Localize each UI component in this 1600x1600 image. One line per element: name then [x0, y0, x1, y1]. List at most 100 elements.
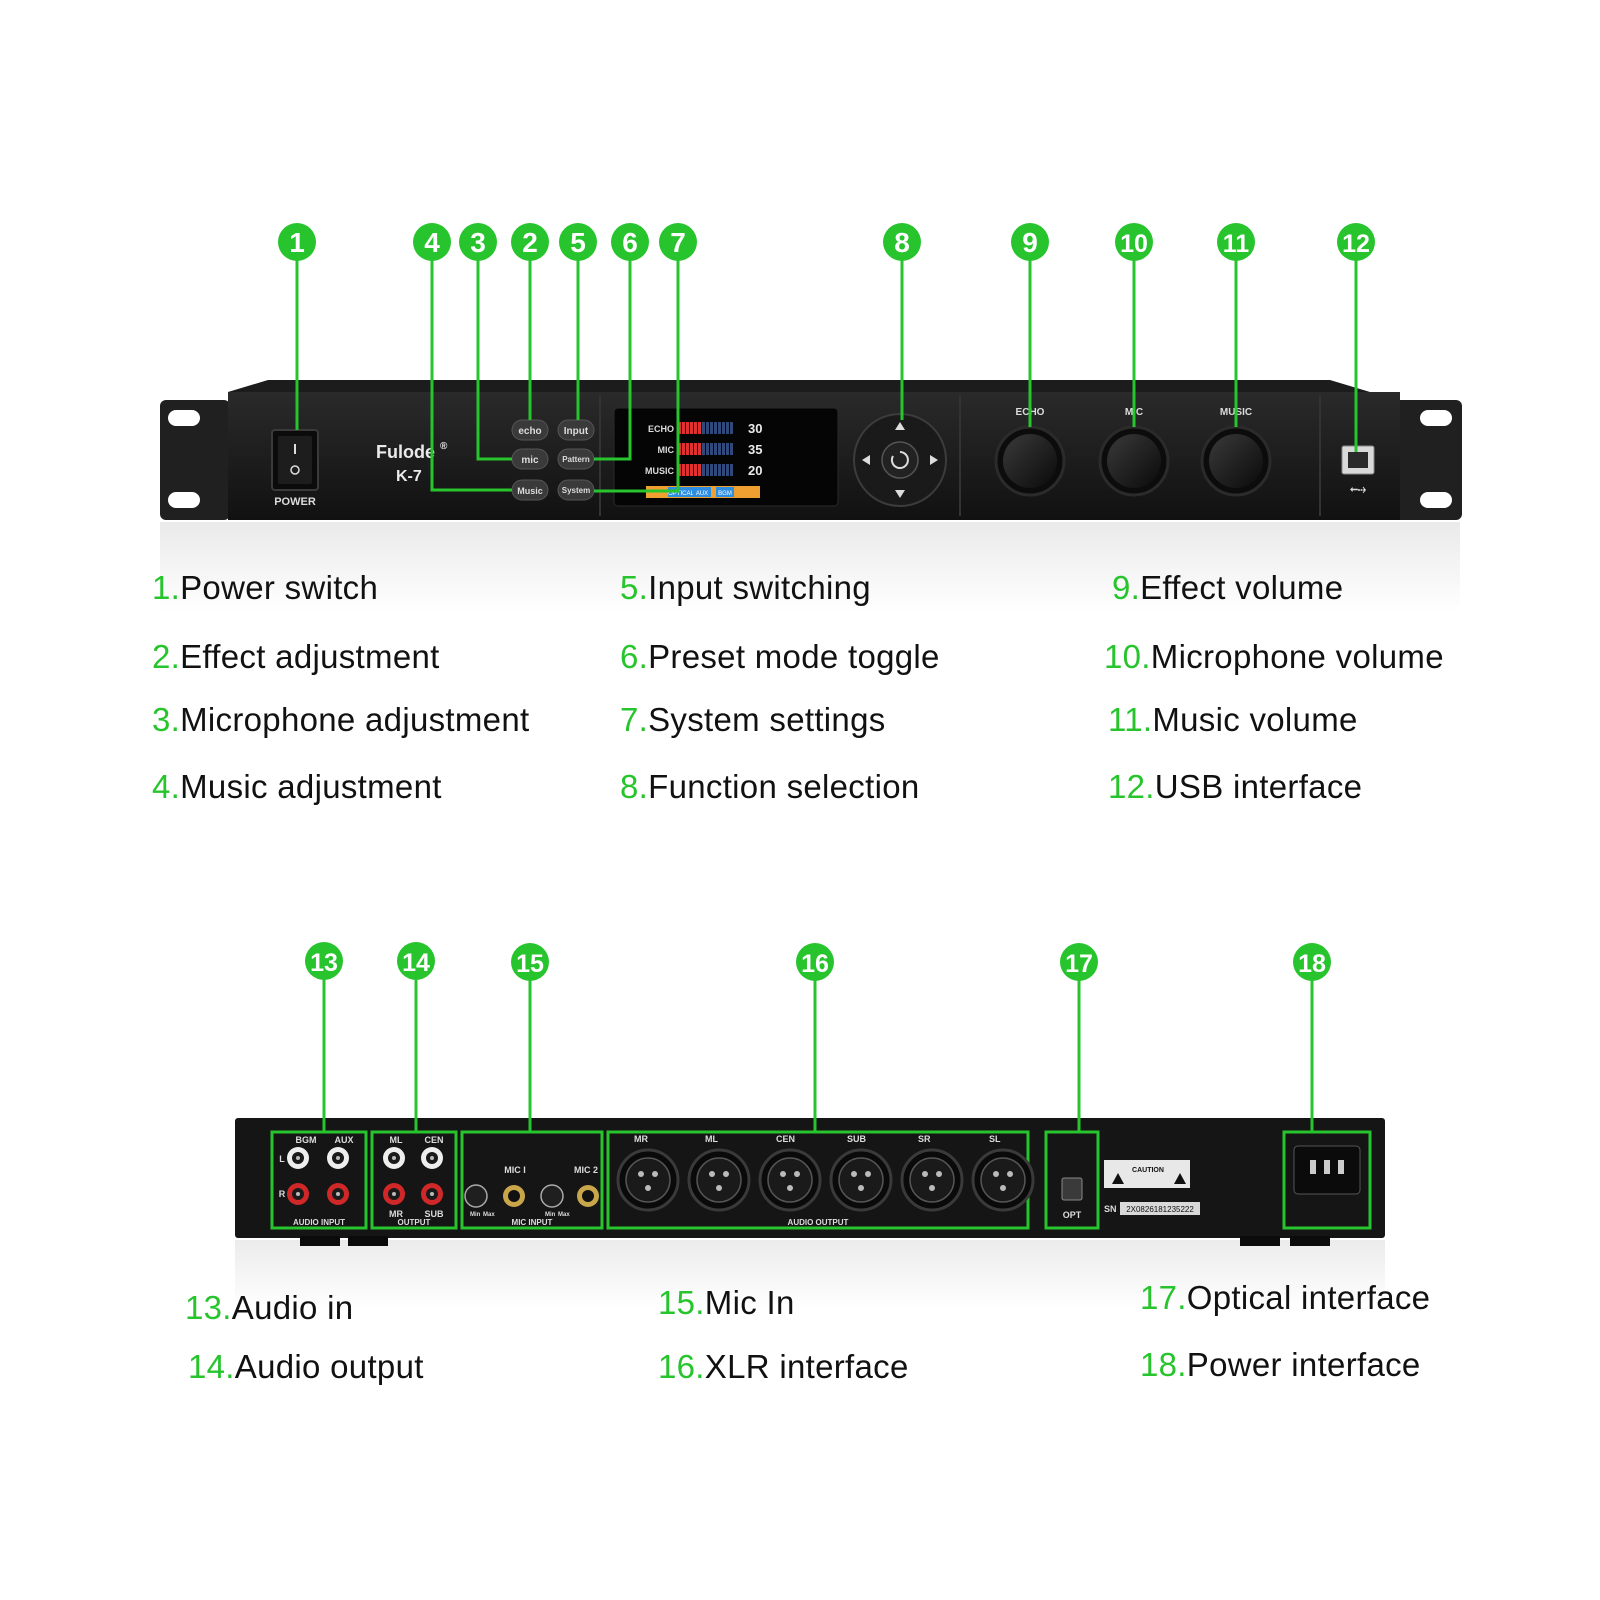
lcd-level-segment [722, 422, 725, 434]
legend-item-17: 17.Optical interface [1140, 1279, 1430, 1317]
legend-item-1: 1.Power switch [152, 569, 378, 607]
usb-port[interactable]: ⭠⇢ [1341, 445, 1375, 495]
button-music[interactable]: Music [511, 479, 549, 501]
xlr-ml-jack[interactable]: ML [687, 1134, 751, 1212]
lcd-level-segment [694, 422, 697, 434]
mic-1-jack[interactable] [503, 1185, 525, 1207]
arrow-right-icon[interactable] [930, 455, 938, 465]
callout-number: 16 [801, 950, 829, 978]
legend-text: Power switch [180, 569, 379, 606]
mic-2-max: Max [558, 1212, 570, 1218]
button-system[interactable]: System [557, 479, 595, 501]
callout-badge [1337, 223, 1375, 261]
audio-input-col-aux: AUX [334, 1135, 353, 1145]
button-mic[interactable]: mic [511, 448, 549, 470]
mic-1-max: Max [483, 1212, 495, 1218]
audio-input-row-l: L [279, 1154, 285, 1164]
lcd-level-segment [706, 464, 709, 476]
legend-text: Mic In [704, 1284, 795, 1321]
rca-aux-r-jack[interactable] [327, 1183, 349, 1205]
arrow-down-icon[interactable] [895, 490, 905, 498]
button-echo[interactable]: echo [511, 419, 549, 441]
lcd-level-segment [718, 464, 721, 476]
callout-number: 14 [402, 949, 430, 977]
xlr-sr-jack[interactable]: SR [900, 1134, 964, 1212]
lcd-level-segment [698, 443, 701, 455]
xlr-cen-jack[interactable]: CEN [758, 1134, 822, 1212]
legend-number: 4. [152, 768, 181, 805]
rca-out-ml-jack[interactable] [383, 1147, 405, 1169]
lcd-level-segment [690, 464, 693, 476]
rca-out-cen-jack[interactable] [421, 1147, 443, 1169]
legend-number: 15. [658, 1284, 705, 1321]
button-pattern[interactable]: Pattern [557, 448, 595, 470]
rca-out-sub-jack[interactable] [421, 1183, 443, 1205]
callout-badge [796, 943, 834, 981]
callout-6: 6 [594, 223, 649, 461]
knob-music[interactable]: MUSIC [1200, 407, 1272, 497]
legend-number: 14. [188, 1348, 235, 1385]
rca-bgm-r-jack[interactable] [287, 1183, 309, 1205]
mic-input-label: MIC INPUT [512, 1218, 553, 1227]
rear-foot [348, 1236, 388, 1246]
mic-input-group: MIC I MIC 2 MIC INPUT Min Max Min Max [460, 1130, 604, 1230]
legend-number: 13. [185, 1289, 232, 1326]
rca-aux-l-jack[interactable] [327, 1147, 349, 1169]
callout-number: 10 [1120, 230, 1148, 258]
serial-sticker [1120, 1202, 1200, 1215]
lcd-level-segment [730, 422, 733, 434]
rca-out-mr-jack[interactable] [383, 1183, 405, 1205]
rca-bgm-l-jack[interactable] [287, 1147, 309, 1169]
callout-13: 13 [305, 942, 343, 1132]
xlr-mr-jack[interactable]: MR [616, 1134, 680, 1212]
button-input[interactable]: Input [557, 419, 595, 441]
arrow-up-icon[interactable] [895, 422, 905, 430]
lcd-row-name: ECHO [648, 424, 674, 434]
xlr-sub-jack[interactable]: SUB [829, 1134, 893, 1212]
rack-ear-left [160, 400, 230, 520]
optical-group: OPT [1044, 1130, 1100, 1230]
legend-item-16: 16.XLR interface [658, 1348, 909, 1386]
callout-line [594, 260, 632, 461]
lcd-row-value: 20 [748, 463, 762, 478]
xlr-output-label: AUDIO OUTPUT [788, 1218, 849, 1227]
xlr-sl-jack[interactable]: SL [971, 1134, 1035, 1212]
lcd-level-segment [702, 464, 705, 476]
legend-text: Microphone volume [1150, 638, 1444, 675]
callout-number: 7 [670, 227, 686, 258]
lcd-tab-optical [668, 487, 694, 497]
front-reflection [160, 522, 1460, 612]
audio-output-sub: SUB [424, 1209, 444, 1219]
optical-port[interactable] [1061, 1177, 1083, 1201]
lcd-level-segment [694, 443, 697, 455]
audio-input-row-r: R [279, 1189, 286, 1199]
mic-2-gain-knob[interactable] [540, 1184, 564, 1208]
button-input-label: Input [564, 426, 589, 437]
lcd-level-segment [702, 422, 705, 434]
function-dpad[interactable] [853, 413, 947, 507]
legend-item-7: 7.System settings [620, 701, 886, 739]
inlet-pin [1324, 1160, 1330, 1174]
lcd-level-segment [682, 443, 685, 455]
button-mic-label: mic [521, 455, 539, 466]
knob-mic[interactable]: MIC [1098, 407, 1170, 497]
callout-badge [611, 223, 649, 261]
callout-4: 4 [413, 223, 512, 492]
mic-2-jack[interactable] [577, 1185, 599, 1207]
arrow-left-icon[interactable] [862, 455, 870, 465]
usb-icon: ⭠⇢ [1350, 484, 1367, 495]
mic-1-gain-knob[interactable] [464, 1184, 488, 1208]
legend-item-14: 14.Audio output [188, 1348, 424, 1386]
volume-knobs: ECHOMICMUSIC [994, 407, 1272, 497]
button-echo-label: echo [518, 426, 541, 437]
registered-mark: ® [440, 441, 448, 452]
callout-badge [278, 223, 316, 261]
rear-foot [300, 1236, 340, 1246]
callout-number: 2 [522, 227, 538, 258]
model-name: K-7 [396, 468, 422, 485]
inlet-pin [1310, 1160, 1316, 1174]
mic-2-label: MIC 2 [574, 1165, 598, 1175]
